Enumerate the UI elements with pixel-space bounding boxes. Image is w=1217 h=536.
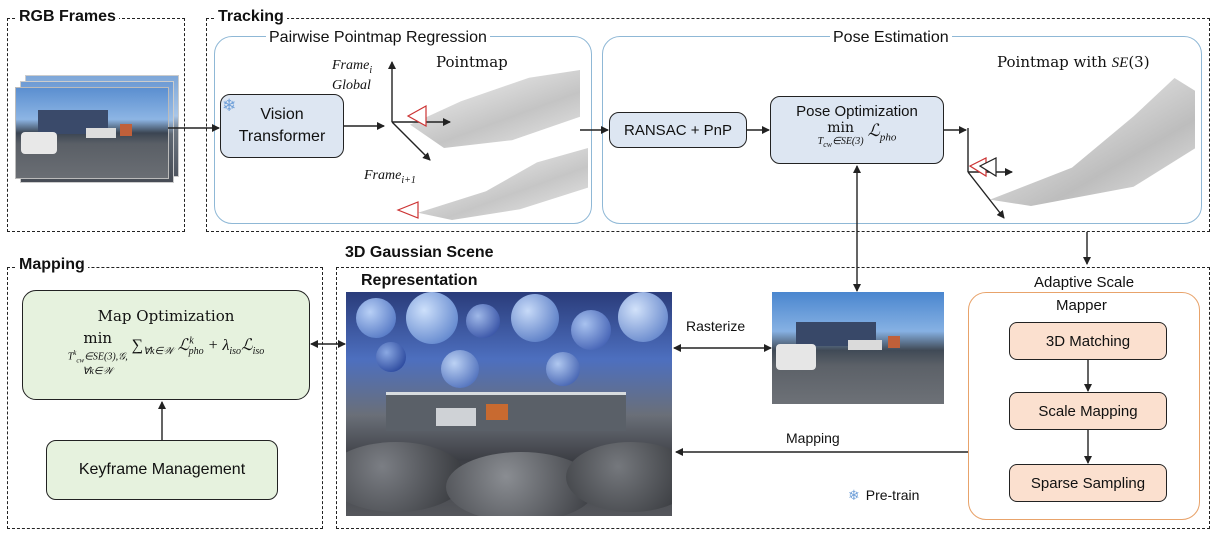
map-optimization-node[interactable]: Map Optimization min Tkcw∈SE(3),𝒢, ∀k∈𝒲 … [22,290,310,400]
pose-panel-title: Pose Estimation [830,29,952,47]
map-opt-L-sub: pho [188,346,204,358]
vit-line1: Vision [260,106,304,123]
axis-top-diagonal [391,121,431,161]
map-opt-L2-sub: iso [252,346,265,358]
scene-title-line1: 3D Gaussian Scene [342,244,497,262]
scale-mapping-node[interactable]: Scale Mapping [1009,392,1167,430]
map-opt-sum-sub: ∀k∈𝒲 [143,346,174,358]
pose-opt-loss: ℒ [867,121,880,140]
map-opt-min: min [83,329,113,347]
pretrain-legend: ❄Pre-train [848,487,920,503]
3d-matching-node[interactable]: 3D Matching [1009,322,1167,360]
camera-right-2 [978,157,997,178]
map-opt-L: ℒ [177,337,190,354]
pose-opt-sub2: cw [823,140,833,149]
frame-i-label: Framei [332,58,373,76]
adaptive-scale-title-line2: Mapper [1056,297,1107,314]
adaptive-scale-title-line1: Adaptive Scale [1030,274,1139,291]
adaptive-scale-panel [968,292,1200,520]
rgb-frames-title: RGB Frames [16,8,119,26]
keyframe-label: Keyframe Management [78,461,246,478]
rendered-frame-image [772,292,944,404]
snowflake-icon: ❄ [222,96,237,115]
map-opt-sub1-sub: cw [76,356,85,365]
3d-matching-label: 3D Matching [1045,332,1131,350]
pointmap-se3-label: Pointmap with SE(3) [997,53,1150,71]
ransac-pnp-node[interactable]: RANSAC + PnP [609,112,747,148]
map-opt-lambda-sub: iso [229,346,242,358]
frame-i1-label: Framei+1 [364,168,416,186]
rgb-frame-front [16,88,168,178]
map-opt-L-sup: k [189,335,194,347]
map-opt-title: Map Optimization [97,307,235,325]
map-opt-sub1-rest: ∈SE(3),𝒢, [84,351,128,363]
pose-opt-loss-sub: pho [879,131,897,144]
global-label: Global [332,78,371,93]
map-opt-L2: ℒ [241,337,253,354]
gaussian-scene-image [346,292,672,516]
vision-transformer-node[interactable]: Vision Transformer [220,94,344,158]
pointmap-label: Pointmap [436,53,508,71]
pose-opt-title: Pose Optimization [796,103,918,120]
mapping-title: Mapping [16,256,88,274]
sparse-sampling-node[interactable]: Sparse Sampling [1009,464,1167,502]
rasterize-label: Rasterize [686,318,746,334]
scene-section [336,267,1210,529]
sparse-sampling-label: Sparse Sampling [1030,474,1146,492]
vit-line2: Transformer [238,128,326,145]
ransac-label: RANSAC + PnP [624,121,732,139]
mapping-section [7,267,323,529]
mapping-arrow-label: Mapping [786,430,840,446]
pose-optimization-node[interactable]: Pose Optimization min Tcw∈SE(3) ℒpho [770,96,944,164]
map-opt-sum: ∑ [131,337,144,354]
tracking-title: Tracking [215,8,287,26]
pose-opt-sub: T [817,136,824,147]
pretrain-snowflake-icon: ❄ [848,487,860,503]
axis-right-diagonal [967,171,1005,219]
pose-opt-min: min [827,120,855,136]
pairwise-panel-title: Pairwise Pointmap Regression [266,29,490,47]
tracking-section [206,18,1210,232]
camera-top [406,104,427,128]
scene-title-line2: Representation [358,272,481,290]
pose-opt-sub3: ∈SE(3) [832,136,864,147]
scale-mapping-label: Scale Mapping [1038,402,1138,420]
map-opt-sub2: ∀k∈𝒲 [82,366,113,378]
keyframe-management-node[interactable]: Keyframe Management [46,440,278,500]
map-opt-sub1-sup: k [73,349,77,357]
map-opt-sub1: T [67,351,74,363]
camera-bottom [396,201,419,219]
map-opt-plus: + λ [207,337,230,354]
